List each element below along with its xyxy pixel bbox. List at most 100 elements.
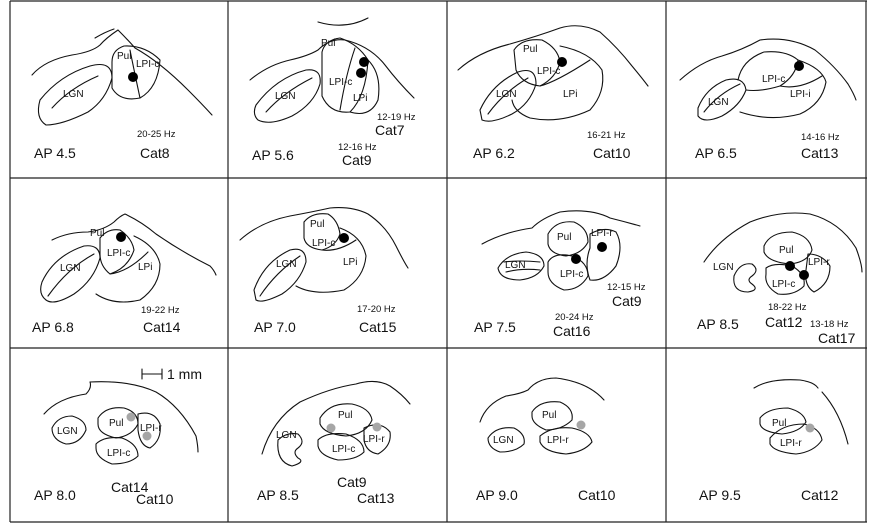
frequency-label: 12-15 Hz	[607, 282, 646, 293]
recording-site-dot	[127, 413, 136, 422]
region-label-lpi-c: LPI-c	[762, 74, 785, 85]
frequency-label: 17-20 Hz	[357, 304, 396, 315]
region-label-lpi-r: LPI-r	[547, 435, 569, 446]
region-label-pul: Pul	[772, 418, 786, 429]
region-label-lpi-c: LPI-c	[329, 77, 352, 88]
cat-label: Cat12	[765, 314, 803, 330]
region-label-lpi-i: LPI-i	[790, 89, 811, 100]
cat-label: Cat7	[375, 122, 405, 138]
region-label-lpi-r: LPI-r	[808, 257, 830, 268]
region-label-lpi: LPi	[353, 93, 367, 104]
region-label-lgn: LGN	[57, 426, 78, 437]
frequency-label: 20-25 Hz	[137, 129, 176, 140]
recording-site-dot	[356, 68, 366, 78]
region-label-lpi-c: LPI-c	[107, 248, 130, 259]
panel-ap-9-5: Pul LPI-r AP 9.5 Cat12	[699, 380, 848, 503]
cat-label: Cat15	[359, 319, 397, 335]
recording-site-dot	[571, 254, 581, 264]
panel-ap-4-5: LGN Pul LPI-c 20-25 Hz AP 4.5 Cat8	[32, 29, 212, 161]
ap-label: AP 6.5	[695, 145, 737, 161]
region-label-lpi-c: LPI-c	[332, 444, 355, 455]
region-label-lpi-r: LPI-r	[363, 434, 385, 445]
region-label-lgn: LGN	[276, 430, 297, 441]
cat-label: Cat13	[357, 490, 395, 506]
cat-label: Cat14	[143, 319, 181, 335]
recording-site-dot	[557, 57, 567, 67]
panel-ap-8-5-row2: Pul LGN LPI-r LPI-c 18-22 Hz 13-18 Hz AP…	[697, 213, 862, 346]
region-label-lpi-r: LPI-r	[140, 423, 162, 434]
cat-label: Cat9	[612, 293, 642, 309]
ap-label: AP 9.5	[699, 487, 741, 503]
ap-label: AP 9.0	[476, 487, 518, 503]
region-label-lpi-c: LPI-c	[312, 238, 335, 249]
recording-site-dot	[359, 57, 369, 67]
region-label-pul: Pul	[523, 44, 537, 55]
recording-site-dot	[327, 424, 336, 433]
region-label-lpi-c: LPI-c	[136, 59, 159, 70]
cat-label: Cat10	[578, 487, 616, 503]
lpi-outer	[350, 60, 379, 114]
ap-label: AP 6.2	[473, 145, 515, 161]
region-label-lpi: LPi	[563, 89, 577, 100]
ap-label: AP 8.0	[34, 487, 76, 503]
panel-ap-5-6: Pul LGN LPI-c LPi 12-19 Hz Cat7 12-16 Hz…	[250, 18, 416, 168]
recording-site-dot	[794, 61, 804, 71]
recording-site-dot	[143, 432, 152, 441]
region-label-lpi-c: LPI-c	[107, 448, 130, 459]
brain-contour	[680, 39, 856, 100]
recording-site-dot	[799, 270, 809, 280]
cat-label: Cat10	[136, 491, 174, 507]
cat-label: Cat8	[140, 145, 170, 161]
region-label-lpi: LPi	[138, 262, 152, 273]
ap-label: AP 7.5	[474, 319, 516, 335]
region-label-lgn: LGN	[713, 262, 734, 273]
panel-ap-6-2: Pul LPI-c LGN LPi 16-21 Hz AP 6.2 Cat10	[458, 26, 648, 161]
region-label-lgn: LGN	[493, 435, 514, 446]
region-label-lgn: LGN	[275, 91, 296, 102]
frequency-label: 14-16 Hz	[801, 132, 840, 143]
panel-ap-7-0: Pul LPI-c LGN LPi 17-20 Hz AP 7.0 Cat15	[240, 208, 408, 335]
recording-site-dot	[785, 261, 795, 271]
ap-label: AP 6.8	[32, 319, 74, 335]
region-label-lpi-r: LPI-r	[591, 228, 613, 239]
brain-contour	[754, 380, 818, 388]
recording-site-dot	[806, 424, 815, 433]
recording-site-dot	[128, 72, 138, 82]
region-label-lpi-c: LPI-c	[560, 269, 583, 280]
ap-label: AP 5.6	[252, 147, 294, 163]
cat-label: Cat10	[593, 145, 631, 161]
cat-label: Cat16	[553, 323, 591, 339]
recording-site-dot	[339, 233, 349, 243]
brain-contour	[32, 30, 212, 115]
panel-ap-9-0: Pul LGN LPI-r AP 9.0 Cat10	[476, 378, 616, 503]
region-label-pul: Pul	[321, 38, 335, 49]
recording-site-dot	[597, 242, 607, 252]
region-label-lgn: LGN	[496, 89, 517, 100]
panel-ap-6-5: LPI-c LGN LPI-i 14-16 Hz AP 6.5 Cat13	[680, 39, 856, 161]
frequency-label: 18-22 Hz	[768, 302, 807, 313]
brain-contour-right	[822, 392, 848, 444]
region-label-pul: Pul	[109, 418, 123, 429]
region-label-lgn: LGN	[708, 97, 729, 108]
region-label-lpi: LPi	[343, 257, 357, 268]
recording-site-dot	[577, 421, 586, 430]
region-label-pul: Pul	[557, 232, 571, 243]
region-label-lpi-c: LPI-c	[772, 279, 795, 290]
region-label-lgn: LGN	[276, 259, 297, 270]
recording-site-dot	[116, 232, 126, 242]
cat-label: Cat9	[337, 474, 367, 490]
panel-ap-6-8: Pul LPI-c LGN LPi 19-22 Hz AP 6.8 Cat14	[32, 214, 216, 335]
scale-bar-label: 1 mm	[167, 366, 202, 382]
scale-bar: 1 mm	[142, 366, 202, 382]
brain-contour-upper	[318, 18, 368, 25]
region-label-pul: Pul	[542, 410, 556, 421]
panel-ap-8-5-row3: Pul LGN LPI-c LPI-r AP 8.5 Cat9 Cat13	[257, 381, 410, 506]
region-label-lgn: LGN	[63, 89, 84, 100]
ap-label: AP 8.5	[697, 316, 739, 332]
lgn-outline	[734, 264, 756, 292]
region-label-lpi-c: LPI-c	[537, 66, 560, 77]
region-label-lgn: LGN	[505, 260, 526, 271]
panel-ap-7-5: Pul LPI-r LGN LPI-c 12-15 Hz Cat9 20-24 …	[474, 211, 646, 339]
lgn-inner	[48, 254, 94, 296]
